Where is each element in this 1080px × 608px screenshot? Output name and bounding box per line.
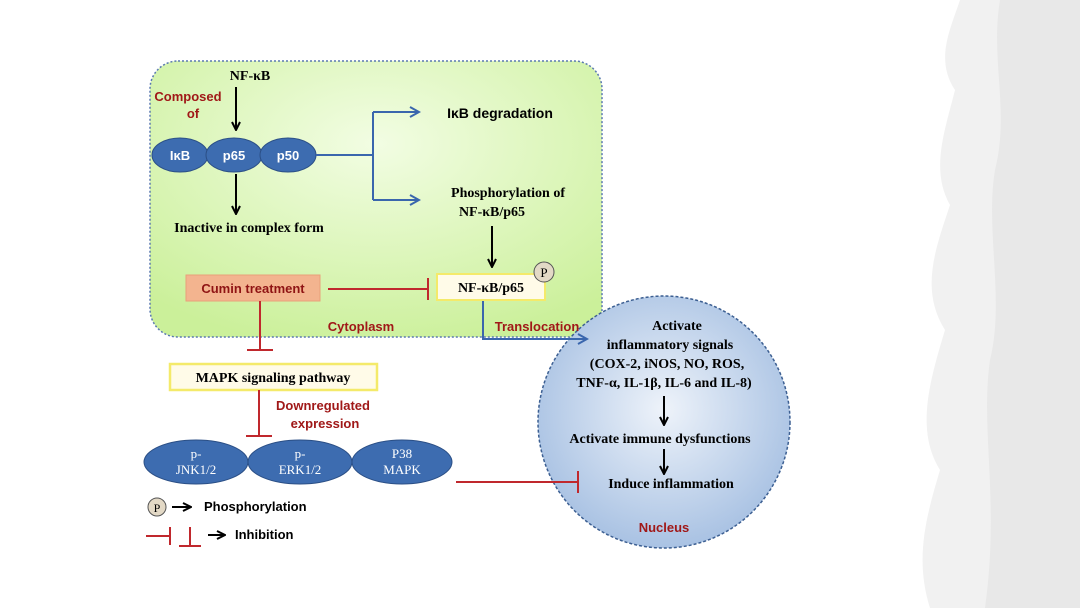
composed-label-line1: Composed <box>154 89 221 104</box>
legend-badge-letter: P <box>154 501 161 515</box>
kinase-label-line2: ERK1/2 <box>279 462 322 477</box>
phospho-badge-letter: P <box>540 265 547 280</box>
phosphorylation-line1: Phosphorylation of <box>451 186 565 201</box>
immune-dysfunction-label: Activate immune dysfunctions <box>569 432 751 447</box>
cumin-inhibits-nfkb <box>328 278 429 300</box>
cumin-treatment-box <box>185 274 321 302</box>
phospho-nfkb-label: NF-κB/p65 <box>458 281 524 296</box>
kinase-label-line1: p- <box>295 446 306 461</box>
legend-phosphorylation-label: Phosphorylation <box>204 499 307 514</box>
cumin-inhibits-mapk <box>247 301 273 351</box>
legend-inhibition-label: Inhibition <box>235 527 294 542</box>
phospho-nfkb-box <box>436 273 546 301</box>
nucleus-label: Nucleus <box>639 520 690 535</box>
kinase-label-line1: p- <box>191 446 202 461</box>
signals-line2: inflammatory signals <box>607 338 734 353</box>
signals-line3: (COX-2, iNOS, NO, ROS, <box>590 357 744 372</box>
ikb-degradation: IκB degradation <box>447 105 553 121</box>
downregulated-line2: expression <box>291 416 360 431</box>
kinase-inhibits-inflammation <box>456 471 579 493</box>
kinase-label-line1: P38 <box>392 446 412 461</box>
kinase-erk: p- ERK1/2 <box>247 439 353 485</box>
subunit-label: p50 <box>277 148 299 163</box>
translocation-arrow <box>482 301 586 339</box>
cytoplasm-label: Cytoplasm <box>328 319 394 334</box>
subunit-p50: p50 <box>259 137 317 173</box>
mapk-pathway-label: MAPK signaling pathway <box>196 371 351 386</box>
legend-inhibit-horizontal <box>146 527 171 545</box>
subunit-label: IκB <box>170 148 190 163</box>
signals-line1: Activate <box>652 319 702 334</box>
legend: P Phosphorylation Inhibition <box>146 497 307 547</box>
downregulated-line1: Downregulated <box>276 398 370 413</box>
kinase-p38: P38 MAPK <box>351 439 453 485</box>
mapk-downregulation-inhibit <box>246 390 272 437</box>
mapk-pathway-box <box>168 362 379 392</box>
inactive-text: Inactive in complex form <box>174 221 324 236</box>
subunit-label: p65 <box>223 148 245 163</box>
inflammation-label: Induce inflammation <box>608 477 734 492</box>
kinase-label-line2: MAPK <box>383 462 421 477</box>
subunit-p65: p65 <box>205 137 263 173</box>
legend-inhibit-vertical <box>179 527 201 547</box>
translocation-label: Translocation <box>495 319 580 334</box>
kinase-label-line2: JNK1/2 <box>176 462 216 477</box>
nfkb-title: NF-κB <box>230 69 270 84</box>
kinase-jnk: p- JNK1/2 <box>143 439 249 485</box>
signals-line4: TNF-α, IL-1β, IL-6 and IL-8) <box>576 376 752 391</box>
branch-arrows <box>316 112 418 200</box>
composed-label-line2: of <box>187 106 200 121</box>
legend-phospho-badge: P <box>147 497 167 517</box>
decorative-brush-stroke <box>922 0 1080 608</box>
phospho-badge: P <box>533 261 555 283</box>
subunit-ikb: IκB <box>151 137 209 173</box>
phosphorylation-line2: NF-κB/p65 <box>459 205 525 220</box>
cumin-treatment-label: Cumin treatment <box>201 281 305 296</box>
